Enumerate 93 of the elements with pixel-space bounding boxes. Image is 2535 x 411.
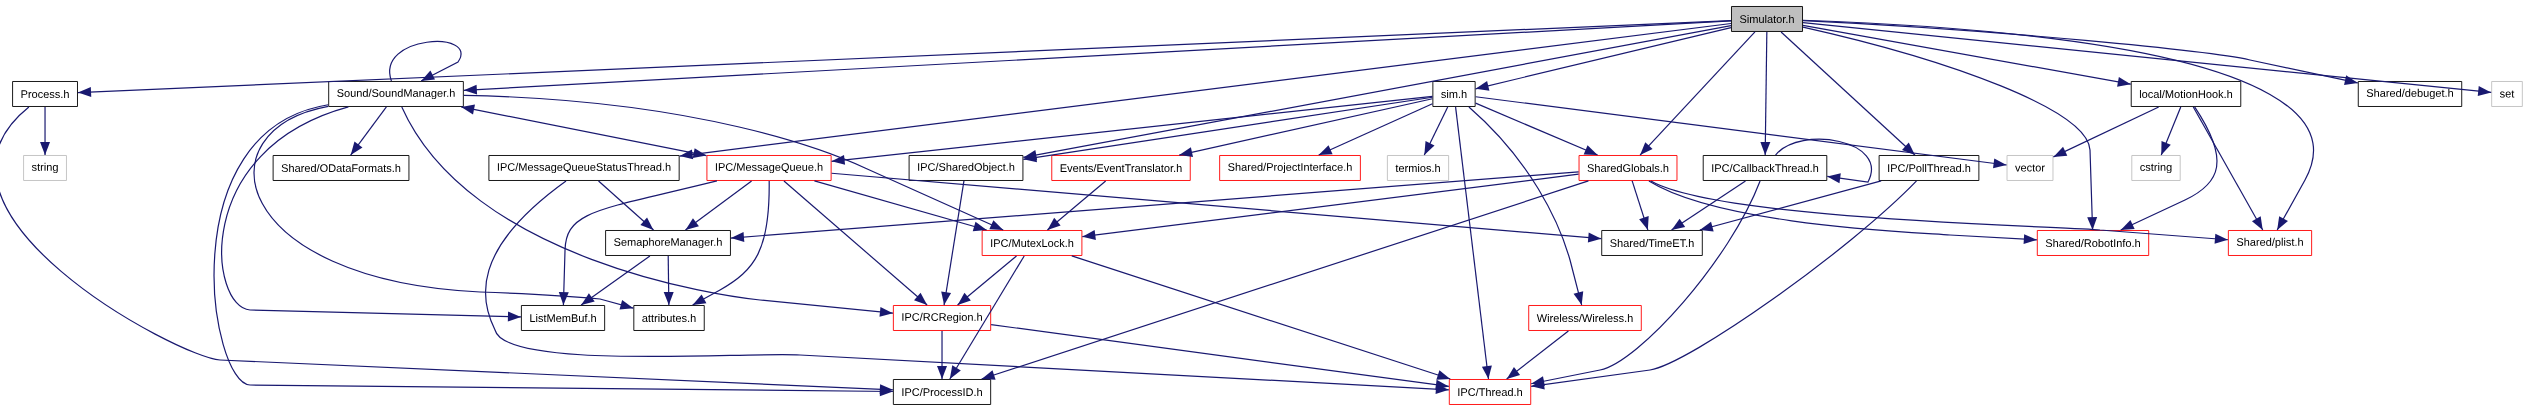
header-box: Wireless/Wireless.h (1528, 305, 1642, 331)
arrow (350, 106, 387, 156)
arrow (1530, 180, 1918, 390)
header-box: IPC/SharedObject.h (908, 155, 1024, 181)
header-box: termios.h (1386, 155, 1450, 181)
arrow (1802, 26, 2098, 231)
arrow (597, 180, 655, 231)
arrow (1475, 26, 1732, 91)
header-box: IPC/MessageQueueStatusThread.h (488, 155, 680, 181)
arrow (1178, 98, 1433, 158)
header-box: sim.h (1432, 81, 1476, 107)
arrow (730, 171, 1580, 243)
header-box: IPC/MutexLock.h (981, 230, 1083, 256)
arrow (1648, 180, 2038, 245)
arrow (1802, 19, 2314, 231)
arrow (1423, 106, 1449, 156)
arrow (783, 180, 928, 306)
arrow (254, 105, 634, 310)
header-box: Events/EventTranslator.h (1051, 155, 1191, 181)
header-box: IPC/ProcessID.h (892, 379, 992, 405)
header-box: IPC/RCRegion.h (892, 305, 992, 331)
arrow (1802, 22, 2492, 97)
arrow (463, 94, 1004, 231)
arrow (684, 180, 753, 231)
arrow (389, 40, 462, 82)
arrow (831, 172, 1602, 243)
arrow (2160, 106, 2182, 156)
header-box: IPC/MessageQueue.h (706, 155, 832, 181)
arrow (1639, 31, 1756, 156)
arrow (1454, 106, 1492, 380)
arrow (679, 22, 1732, 160)
arrow (949, 255, 1025, 380)
arrow (1468, 106, 1584, 306)
header-box: set (2491, 81, 2523, 107)
arrow (558, 180, 718, 306)
header-box: SemaphoreManager.h (605, 230, 731, 256)
header-box: Shared/ODataFormats.h (272, 155, 410, 181)
arrow (1774, 138, 1872, 184)
arrow (663, 255, 674, 306)
arrow (2052, 106, 2160, 158)
arrow (1318, 103, 1433, 156)
arrow (1475, 102, 1599, 156)
header-box: local/MotionHook.h (2130, 81, 2242, 107)
header-box: Shared/RobotInfo.h (2036, 230, 2150, 256)
arrow (221, 106, 522, 322)
arrow (213, 104, 894, 397)
arrow (1699, 180, 1882, 232)
header-box: Shared/plist.h (2227, 230, 2313, 256)
arrow (463, 20, 1732, 95)
header-box: Shared/debuget.h (2357, 81, 2463, 107)
header-box: Sound/SoundManager.h (328, 81, 464, 107)
arrow (956, 255, 1018, 306)
arrow (1022, 96, 1433, 163)
arrow (831, 95, 1433, 165)
arrow (40, 106, 51, 156)
arrow (990, 324, 1450, 390)
arrow (1081, 173, 1580, 241)
arrow (1780, 31, 1916, 156)
arrow (1022, 25, 1732, 160)
header-box: SharedGlobals.h (1578, 155, 1678, 181)
header-box: IPC/CallbackThread.h (1702, 155, 1828, 181)
header-box: IPC/PollThread.h (1878, 155, 1980, 181)
header-box: Simulator.h (1731, 6, 1803, 32)
header-box: Shared/ProjectInterface.h (1219, 155, 1361, 181)
arrow (460, 104, 708, 158)
arrow (813, 180, 988, 232)
header-box: string (23, 155, 67, 181)
header-box: cstring (2131, 155, 2181, 181)
arrow (981, 180, 1589, 380)
arrow (941, 180, 965, 306)
header-box: vector (2006, 155, 2054, 181)
arrow (2120, 106, 2218, 231)
arrow (1631, 180, 1649, 231)
header-box: IPC/Thread.h (1448, 379, 1532, 405)
arrow (401, 106, 894, 317)
arrow (1670, 180, 1747, 231)
arrow (2192, 106, 2264, 231)
arrow (692, 180, 770, 306)
arrow (937, 330, 947, 380)
arrow (1650, 180, 2229, 244)
arrow (1506, 330, 1569, 380)
arrow (580, 255, 651, 306)
arrow (1046, 180, 1107, 231)
header-box: Shared/TimeET.h (1601, 230, 1703, 256)
arrow (1530, 180, 1761, 387)
arrow (1071, 255, 1451, 380)
arrow (484, 180, 1450, 395)
arrow (1760, 31, 1771, 156)
header-box: Process.h (12, 81, 78, 107)
header-box: attributes.h (633, 305, 705, 331)
header-box: ListMemBuf.h (520, 305, 606, 331)
arrow (1475, 96, 2008, 169)
arrow (1802, 24, 2132, 87)
